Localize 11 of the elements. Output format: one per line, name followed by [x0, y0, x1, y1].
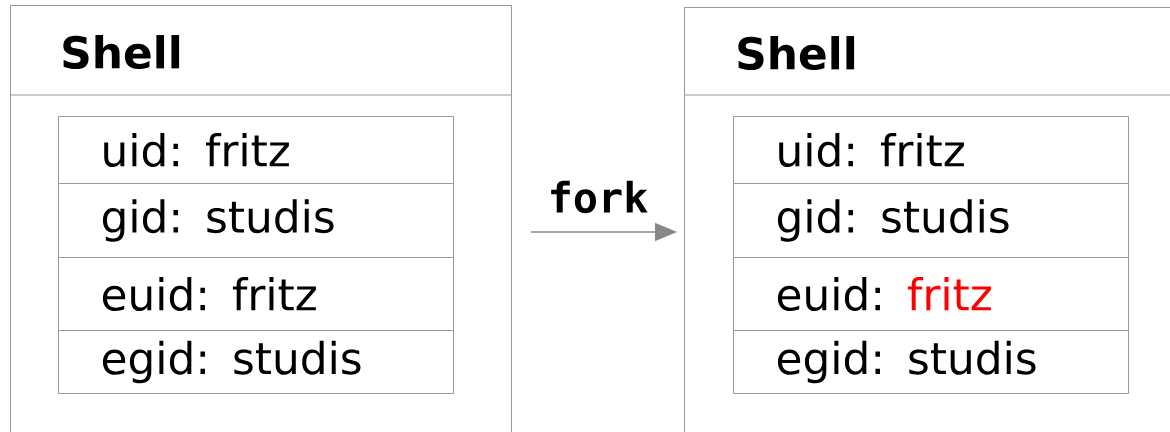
table-row: euid: fritz: [58, 257, 454, 331]
panel-heading: Shell: [738, 36, 855, 70]
edge-label: fork: [551, 180, 648, 214]
table-row: euid: fritz: [733, 257, 1129, 331]
table-row: uid: fritz: [58, 116, 454, 184]
table-row: gid: studis: [58, 183, 454, 258]
table-row: uid: fritz: [733, 116, 1129, 184]
table-row: gid: studis: [733, 183, 1129, 258]
table-row: egid: studis: [733, 330, 1129, 394]
table-row: egid: studis: [58, 330, 454, 394]
panel-heading: Shell: [63, 35, 180, 69]
